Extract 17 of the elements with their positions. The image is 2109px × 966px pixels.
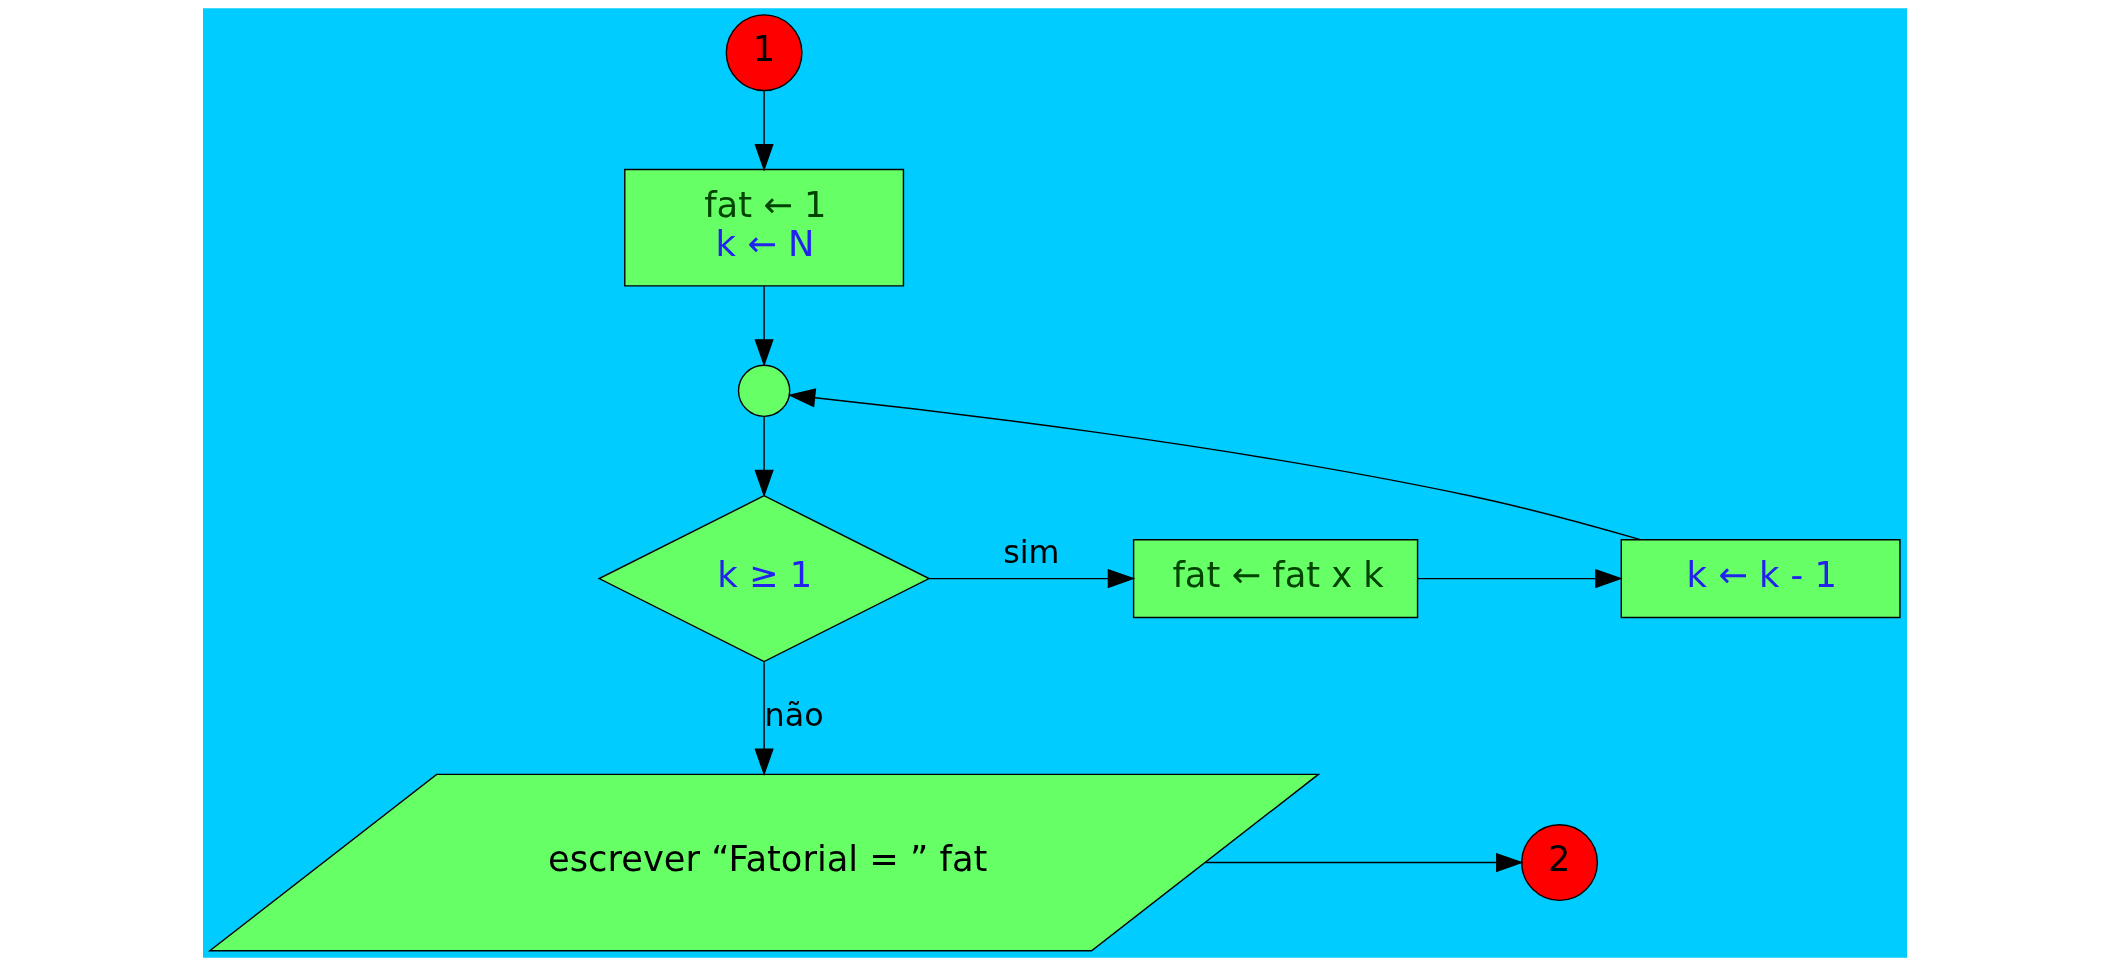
node-box: k ← k - 1 — [1620, 539, 1901, 619]
arrow — [753, 285, 774, 367]
node-diamond: k ≥ 1 — [597, 494, 931, 663]
node-box: fat ← 1 k ← N — [623, 168, 904, 287]
node-circle — [737, 364, 790, 418]
arrow — [753, 415, 774, 498]
arrow — [1416, 569, 1623, 589]
arrow — [1204, 852, 1524, 873]
arrow — [753, 661, 774, 777]
arrow — [753, 90, 774, 172]
edge-label: sim — [1002, 534, 1059, 571]
node-circle: 2 — [1520, 824, 1598, 902]
arrow — [928, 569, 1135, 589]
edge-label: não — [764, 696, 824, 733]
node-circle: 1 — [725, 14, 803, 92]
node-box: fat ← fat x k — [1132, 539, 1418, 619]
arrow — [787, 388, 1641, 541]
